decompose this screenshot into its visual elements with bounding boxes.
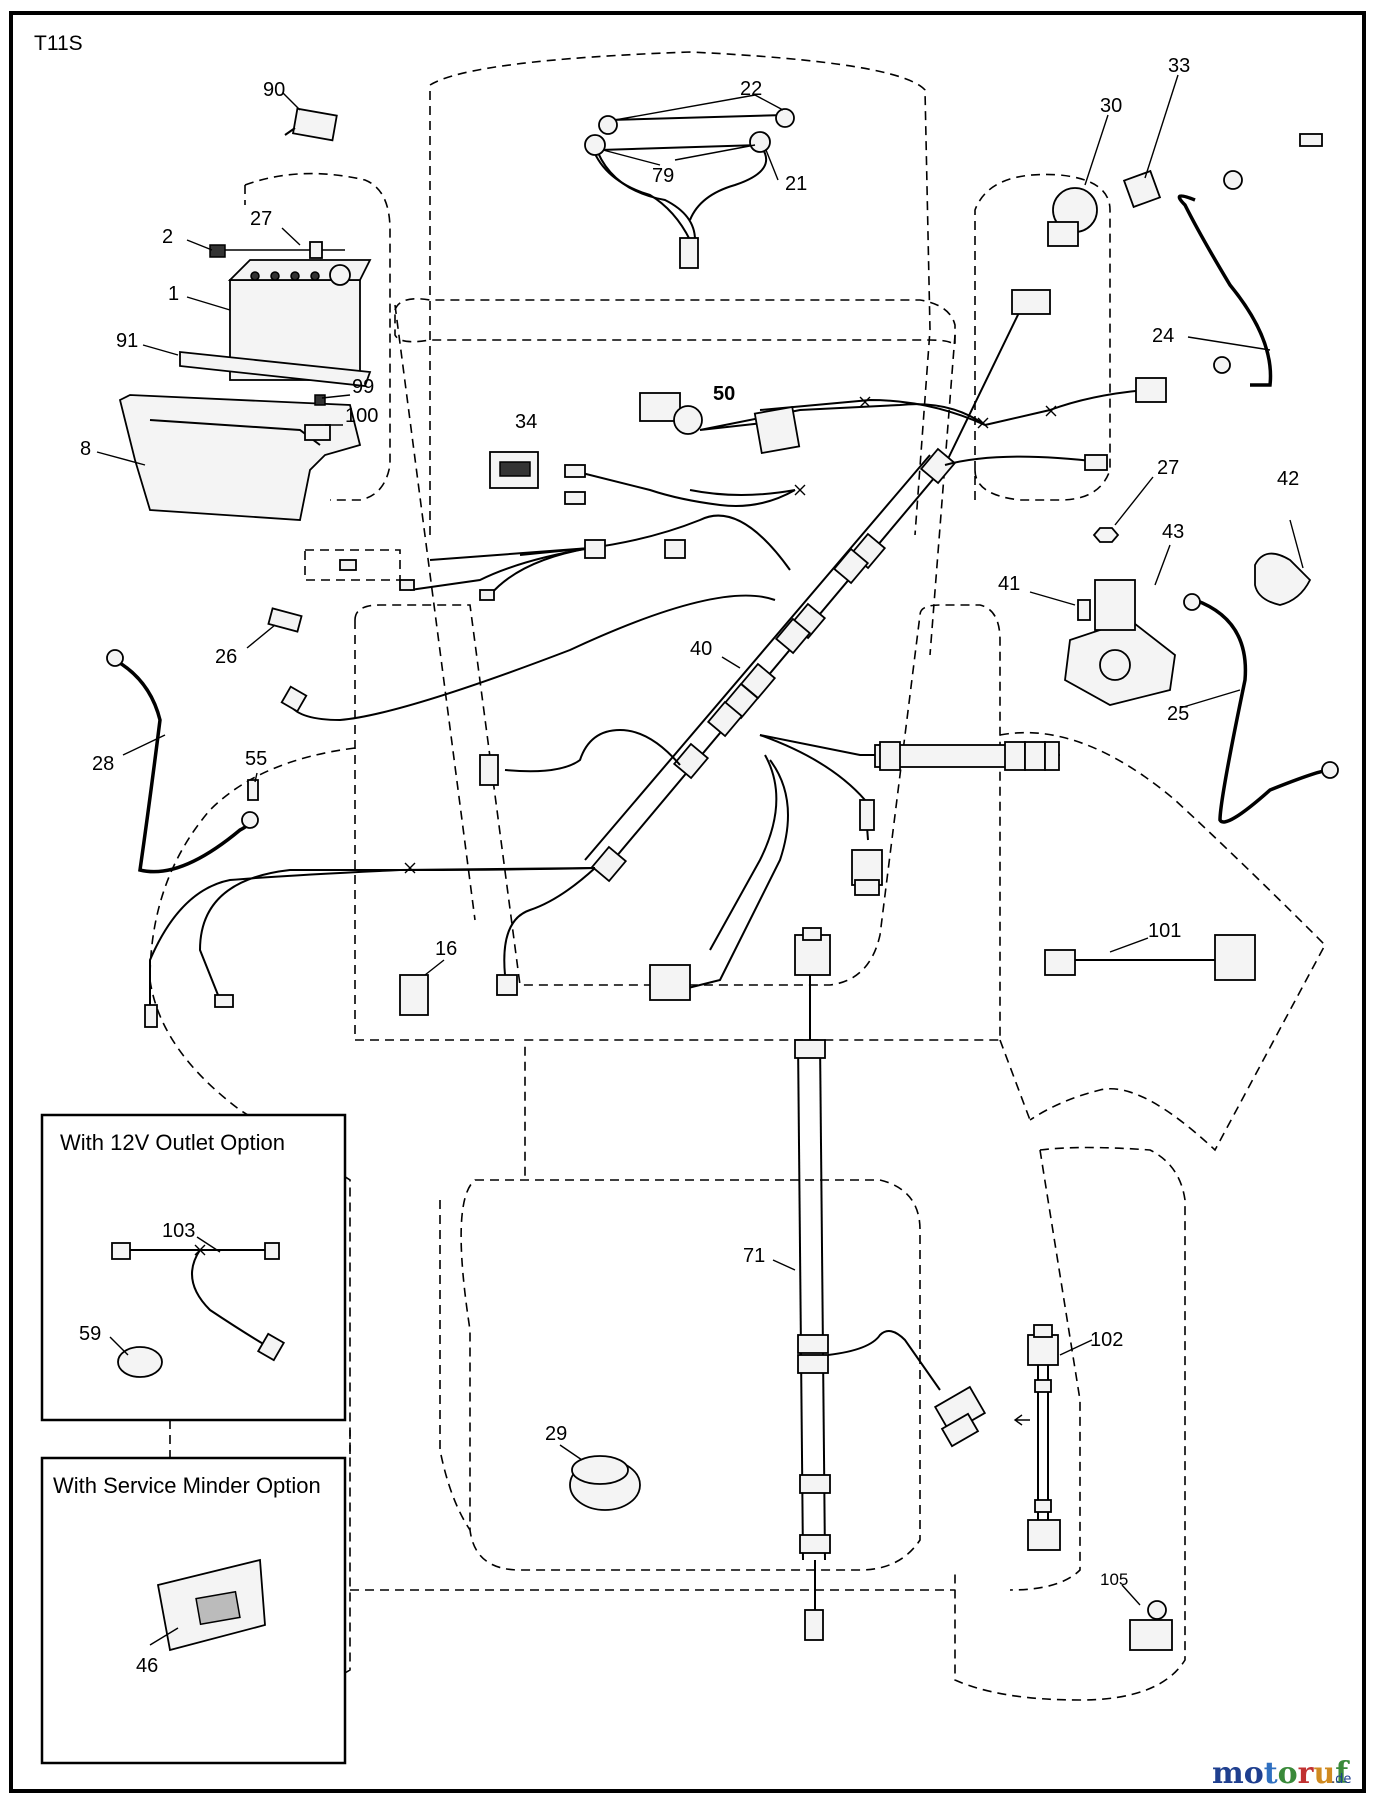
callout-43: 43 (1162, 521, 1184, 543)
callout-99: 99 (352, 376, 374, 398)
callout-102: 102 (1090, 1329, 1123, 1351)
callout-46: 46 (136, 1655, 158, 1677)
outer-frame (9, 11, 1366, 1793)
option-title-12v: With 12V Outlet Option (60, 1130, 285, 1155)
callout-33: 33 (1168, 55, 1190, 77)
callout-29: 29 (545, 1423, 567, 1445)
callout-59: 59 (79, 1323, 101, 1345)
callout-101: 101 (1148, 920, 1181, 942)
callout-50: 50 (713, 383, 735, 405)
part-102 (1013, 1324, 1061, 1551)
callout-28: 28 (92, 753, 114, 775)
callout-55: 55 (245, 748, 267, 770)
callout-40: 40 (690, 638, 712, 660)
callout-8: 8 (80, 438, 91, 460)
callout-2: 2 (162, 226, 173, 248)
callout-41: 41 (998, 573, 1020, 595)
callout-71: 71 (743, 1245, 765, 1267)
watermark-letter: u (1313, 1756, 1335, 1791)
headlight-harness (584, 108, 795, 269)
callout-16: 16 (435, 938, 457, 960)
callout-103: 103 (162, 1220, 195, 1242)
callout-22: 22 (740, 78, 762, 100)
watermark-letter: m (1212, 1756, 1244, 1791)
leader-lines (96, 74, 1304, 1646)
callout-21: 21 (785, 173, 807, 195)
watermark-logo: motoruf .de (1212, 1756, 1351, 1791)
callout-25: 25 (1167, 703, 1189, 725)
callout-26: 26 (215, 646, 237, 668)
watermark-letter: f (1335, 1756, 1350, 1791)
callout-79: 79 (652, 165, 674, 187)
watermark-letter: t (1264, 1756, 1278, 1791)
callout-91: 91 (116, 330, 138, 352)
callout-105: 105 (1100, 1570, 1128, 1589)
option-title-service-minder: With Service Minder Option (53, 1473, 321, 1498)
callout-27-battery: 27 (250, 208, 272, 230)
callout-27-nut: 27 (1157, 457, 1179, 479)
callout-90: 90 (263, 79, 285, 101)
harness-40 (149, 289, 1146, 1010)
harness-71 (794, 927, 987, 1641)
watermark-letter: o (1278, 1756, 1298, 1791)
option-box-12v: With 12V Outlet Option (40, 1113, 347, 1422)
misc-parts (106, 107, 1339, 1651)
battery-group (118, 241, 372, 521)
callout-1: 1 (168, 283, 179, 305)
option-box-service-minder: With Service Minder Option (40, 1456, 347, 1765)
watermark-letter: r (1298, 1756, 1315, 1791)
diagram-code: T11S (34, 32, 83, 55)
callout-24: 24 (1152, 325, 1174, 347)
watermark-brand: motoruf (1212, 1756, 1350, 1791)
callout-labels: 90 22 79 21 30 33 27 2 1 91 99 100 8 24 … (79, 55, 1299, 1677)
watermark-suffix: .de (1331, 1772, 1351, 1787)
watermark-letter: o (1244, 1756, 1264, 1791)
callout-30: 30 (1100, 95, 1122, 117)
callout-34: 34 (515, 411, 537, 433)
callout-100: 100 (345, 405, 378, 427)
callout-42: 42 (1277, 468, 1299, 490)
